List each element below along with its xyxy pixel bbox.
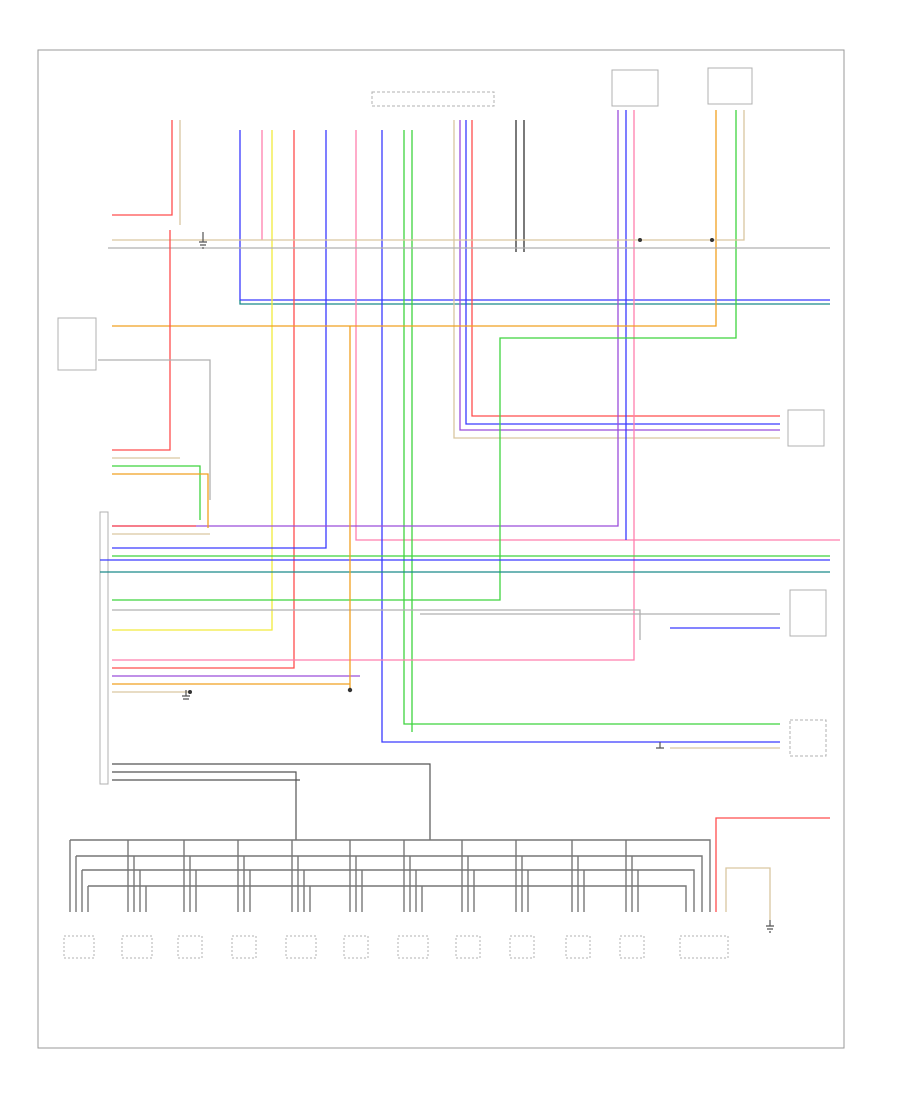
bus-trunk-b [76,855,703,912]
wire-yellow-1 [112,130,273,631]
bus-trunk-c [82,869,695,912]
bus-trunk-a [70,839,711,912]
wire-orange-1 [112,110,717,327]
wire-gray-mid [98,359,211,500]
wire-gray-left [112,609,641,640]
wire-pink-3 [112,110,635,661]
wire-green-3 [112,110,737,601]
splice-1 [347,687,353,693]
wire-red-3 [471,120,780,417]
ground-symbol-3 [182,690,190,700]
module-box-12 [679,935,729,959]
module-box-4 [231,935,257,959]
bus-line-1 [112,763,431,840]
wire-tan-bus [725,867,771,920]
module-box-2 [121,935,153,959]
wire-orange-left [112,473,209,528]
module-box-10 [565,935,591,959]
wire-teal-1 [239,300,830,305]
wire-pink-2 [355,130,840,541]
module-box-8 [455,935,481,959]
wire-blue-4 [465,120,780,425]
wire-purple-1 [459,120,780,431]
diagram-frame [37,49,845,1049]
bottom-modules [63,935,729,959]
bus-trunk-d [88,885,687,912]
module-box-1 [63,935,95,959]
splice-2 [638,238,642,242]
ground-symbol-2 [766,920,774,933]
module-box-5 [285,935,317,959]
module-box-11 [619,935,645,959]
top-components [57,67,827,785]
wire-green-left [112,465,201,520]
module-drops [69,840,639,912]
data-bus [70,763,830,920]
module-box-9 [509,935,535,959]
ground-symbols [182,232,774,933]
wire-blue-3 [381,130,780,743]
wire-red-left [112,230,171,451]
module-box-7 [397,935,429,959]
ground-symbol-4 [656,742,664,749]
wire-tan-2 [453,120,780,439]
ground-symbol-1 [199,232,207,249]
wire-red-top [112,120,173,216]
wire-blue-2 [112,130,327,549]
bus-line-2 [112,771,297,840]
wire-purple-2 [112,110,619,527]
wire-red-bus [715,817,830,912]
wire-blue-1 [239,130,830,301]
module-box-6 [343,935,369,959]
splice-4 [188,690,192,694]
splice-points [188,238,714,694]
wire-tan-3 [112,110,745,241]
splice-3 [710,238,714,242]
module-box-3 [177,935,203,959]
wire-red-2 [112,130,295,669]
top-wire-drops [100,110,840,743]
wire-green-1 [403,130,780,725]
left-wires [98,230,780,749]
